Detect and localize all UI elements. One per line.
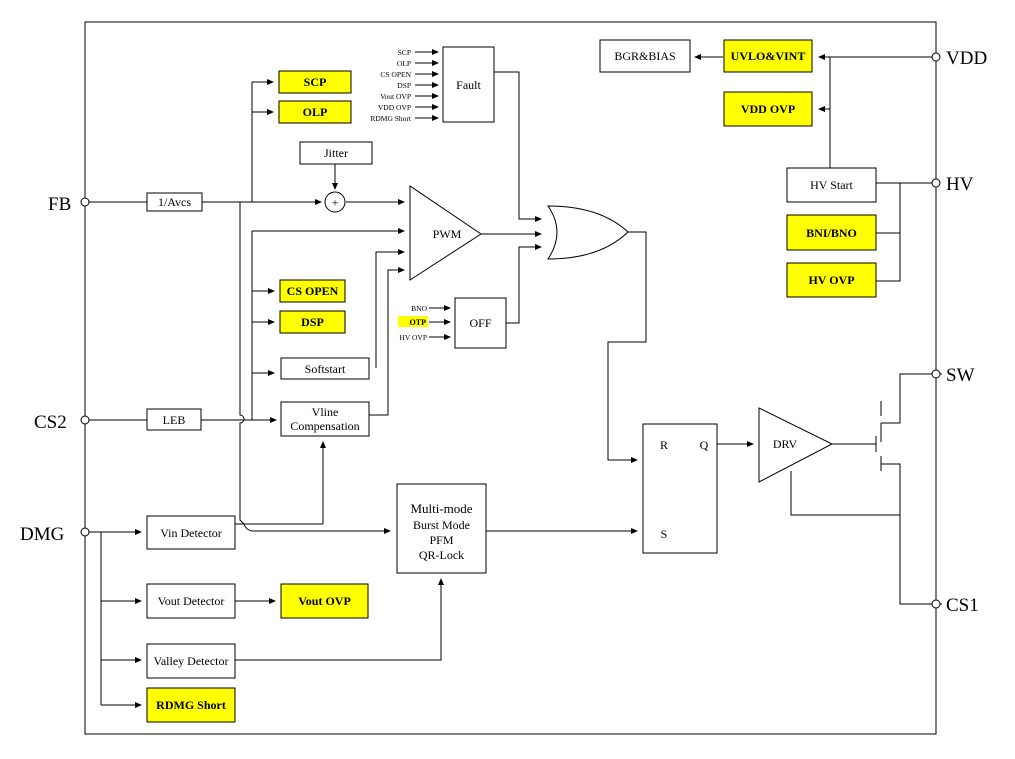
hv-pin-icon — [931, 178, 941, 188]
svg-text:Valley Detector: Valley Detector — [154, 654, 229, 668]
vdd-ovp-block: VDD OVP — [723, 91, 813, 127]
multi-mode-block: Multi-mode Burst Mode PFM QR-Lock — [396, 483, 487, 574]
svg-text:QR-Lock: QR-Lock — [419, 548, 464, 562]
leb-block: LEB — [146, 408, 202, 431]
svg-text:OLP: OLP — [303, 105, 328, 119]
vline-compensation-block: Vline Compensation — [280, 401, 370, 437]
bni-bno-block: BNI/BNO — [786, 214, 877, 251]
svg-text:Jitter: Jitter — [324, 146, 348, 160]
chip-outline — [84, 21, 937, 735]
pin-cs1: CS1 — [946, 595, 979, 616]
sw-pin-icon — [931, 369, 941, 379]
softstart-block: Softstart — [280, 357, 370, 380]
summing-node: + — [324, 191, 346, 213]
fault-block: Fault — [442, 46, 495, 123]
svg-text:OLP: OLP — [397, 59, 411, 68]
svg-text:Softstart: Softstart — [305, 362, 346, 376]
svg-text:OTP: OTP — [410, 318, 427, 327]
svg-text:Q: Q — [700, 438, 709, 452]
vdd-pin-icon — [931, 52, 941, 62]
svg-text:DSP: DSP — [397, 81, 411, 90]
svg-text:HV Start: HV Start — [810, 178, 853, 192]
svg-text:HV OVP: HV OVP — [399, 333, 427, 342]
svg-text:SCP: SCP — [304, 75, 327, 89]
svg-text:CS OPEN: CS OPEN — [287, 284, 339, 298]
svg-text:LEB: LEB — [163, 413, 186, 427]
svg-text:Vout OVP: Vout OVP — [298, 594, 351, 608]
hv-ovp-block: HV OVP — [786, 262, 877, 298]
svg-text:BNO: BNO — [411, 304, 427, 313]
bgr-bias-block: BGR&BIAS — [599, 39, 691, 73]
wires — [89, 49, 942, 708]
svg-text:Vin Detector: Vin Detector — [160, 526, 222, 540]
svg-text:OFF: OFF — [469, 316, 491, 330]
fault-input-labels: SCP OLP CS OPEN DSP Vout OVP VDD OVP RDM… — [370, 48, 412, 123]
svg-text:R: R — [660, 438, 668, 452]
valley-detector-block: Valley Detector — [146, 643, 236, 679]
svg-text:HV OVP: HV OVP — [808, 273, 854, 287]
svg-text:RDMG Short: RDMG Short — [156, 698, 226, 712]
pin-hv: HV — [946, 174, 974, 195]
svg-text:DSP: DSP — [301, 315, 324, 329]
svg-text:VDD OVP: VDD OVP — [378, 103, 411, 112]
drv-driver: DRV — [758, 407, 834, 483]
svg-text:Compensation: Compensation — [290, 419, 359, 433]
hv-start-block: HV Start — [786, 167, 877, 203]
svg-text:Fault: Fault — [456, 78, 481, 92]
svg-text:PWM: PWM — [433, 227, 462, 241]
vout-ovp-block: Vout OVP — [280, 583, 369, 619]
scp-block: SCP — [278, 70, 352, 94]
svg-text:DRV: DRV — [773, 437, 798, 451]
rdmg-short-block: RDMG Short — [146, 687, 236, 723]
svg-text:BGR&BIAS: BGR&BIAS — [614, 49, 675, 63]
pin-sw: SW — [946, 365, 975, 386]
pin-vdd: VDD — [946, 48, 987, 69]
off-block: OFF — [454, 297, 507, 349]
svg-text:VDD OVP: VDD OVP — [741, 102, 795, 116]
svg-text:Vout OVP: Vout OVP — [380, 92, 411, 101]
svg-text:BNI/BNO: BNI/BNO — [806, 226, 857, 240]
svg-text:Vline: Vline — [312, 405, 339, 419]
cs1-pin-icon — [931, 599, 941, 609]
pin-fb: FB — [48, 194, 71, 215]
pin-dmg: DMG — [20, 524, 65, 545]
off-input-labels: BNO OTP HV OVP — [398, 304, 428, 342]
svg-text:S: S — [661, 527, 668, 541]
pwm-comparator: PWM — [409, 185, 482, 281]
cs-open-block: CS OPEN — [279, 279, 346, 303]
pins: FB CS2 DMG VDD HV SW CS1 — [20, 48, 987, 616]
olp-block: OLP — [278, 100, 352, 124]
avcs-block: 1/Avcs — [146, 192, 203, 212]
svg-text:+: + — [332, 196, 339, 210]
svg-text:SCP: SCP — [398, 48, 411, 57]
fb-pin-icon — [80, 197, 90, 207]
vout-detector-block: Vout Detector — [146, 583, 236, 619]
svg-text:PFM: PFM — [429, 533, 453, 547]
svg-text:1/Avcs: 1/Avcs — [158, 195, 191, 209]
pin-cs2: CS2 — [34, 412, 67, 433]
or-gate — [547, 205, 629, 260]
uvlo-vint-block: UVLO&VINT — [723, 39, 813, 73]
svg-text:Burst Mode: Burst Mode — [413, 518, 470, 532]
svg-text:CS OPEN: CS OPEN — [380, 70, 411, 79]
sr-latch-block: R Q S — [642, 423, 718, 554]
svg-text:RDMG Short: RDMG Short — [370, 114, 412, 123]
vin-detector-block: Vin Detector — [146, 515, 236, 550]
cs2-pin-icon — [80, 415, 90, 425]
jitter-block: Jitter — [299, 141, 373, 165]
svg-text:UVLO&VINT: UVLO&VINT — [731, 49, 806, 63]
dsp-block: DSP — [279, 310, 346, 334]
dmg-pin-icon — [80, 527, 90, 537]
svg-text:Multi-mode: Multi-mode — [410, 501, 472, 516]
svg-text:Vout Detector: Vout Detector — [158, 594, 225, 608]
